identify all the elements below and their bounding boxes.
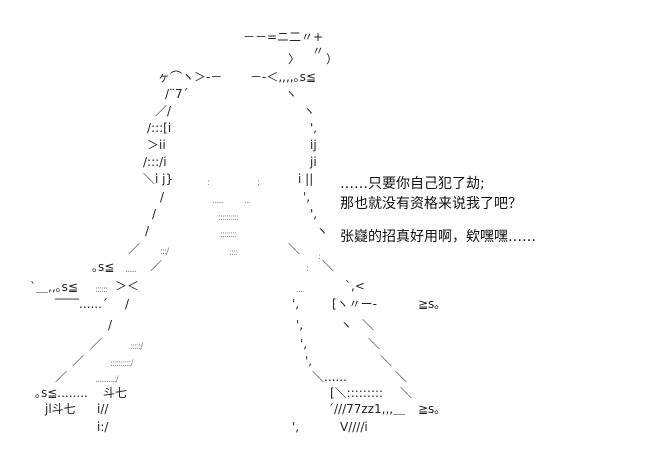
art-fragment: 〉	[288, 52, 301, 66]
art-fragment: ヽ	[316, 224, 329, 238]
dialogue-line-3: 张嶷的招真好用啊，欸嘿嘿……	[340, 229, 536, 245]
art-fragment: /¨7´	[165, 87, 189, 101]
art-fragment: ::::::	[95, 285, 108, 295]
art-fragment: ',	[310, 207, 318, 221]
art-fragment: /	[145, 224, 150, 238]
art-fragment: ／	[150, 259, 163, 273]
art-fragment: ＼	[368, 337, 381, 351]
art-fragment: :	[306, 264, 309, 274]
art-fragment: ',	[292, 420, 300, 434]
art-fragment: ´///77zz1,,,＿	[328, 402, 406, 416]
art-fragment: ）	[326, 52, 339, 66]
art-fragment: ...	[244, 196, 251, 206]
art-fragment: ::::::::::	[218, 213, 239, 223]
art-fragment: ＼......	[312, 370, 347, 384]
art-fragment: /	[160, 190, 165, 204]
art-fragment: ‾‾‾‾......´	[55, 297, 108, 311]
art-fragment: ｡s≦	[92, 260, 115, 274]
art-fragment: ',	[300, 337, 308, 351]
art-fragment: i ||	[298, 172, 314, 186]
art-fragment: jl斗七	[45, 402, 76, 416]
art-fragment: ／/	[155, 104, 172, 118]
art-fragment: 〃	[312, 44, 325, 58]
art-fragment: i:/	[97, 420, 109, 434]
art-fragment: ＼	[362, 318, 375, 332]
art-fragment: [ヽ〃ー-	[332, 297, 378, 311]
art-fragment: ＼	[322, 259, 335, 273]
art-fragment: 斗七	[103, 386, 128, 400]
art-fragment: V////i	[340, 420, 368, 434]
art-fragment: ij	[310, 138, 317, 152]
art-fragment: ',	[310, 121, 318, 135]
art-fragment: ',	[292, 297, 300, 311]
art-fragment: i//	[97, 402, 109, 416]
art-fragment: ＞＜	[115, 279, 140, 293]
art-fragment: ::::::::	[220, 230, 237, 240]
art-fragment: －-＜,,,,｡s≦	[250, 70, 316, 84]
art-fragment: ヽ	[303, 104, 316, 118]
art-fragment: ≧s｡	[418, 402, 441, 416]
art-fragment: ／	[128, 242, 141, 256]
art-fragment: ＼i j}	[143, 172, 174, 186]
art-fragment: ::::	[229, 248, 238, 258]
art-fragment: ＼	[380, 354, 393, 368]
art-fragment: ji	[310, 155, 317, 169]
art-fragment: ≧s｡	[418, 297, 441, 311]
art-fragment: /	[152, 207, 157, 221]
art-fragment: /	[108, 318, 113, 332]
art-fragment: ＞ii	[147, 138, 166, 152]
art-fragment: :	[318, 252, 321, 262]
dialogue-line-2: 那也就没有资格来说我了吧？	[340, 196, 522, 212]
art-fragment: /:::[i	[147, 121, 172, 135]
art-fragment: ／	[72, 354, 85, 368]
art-fragment: ＼	[395, 370, 408, 384]
art-fragment: ......	[125, 265, 137, 275]
art-fragment: /	[125, 297, 130, 311]
art-fragment: [＼:::::::::	[330, 386, 384, 400]
art-fragment: /:::/i	[143, 155, 167, 169]
art-fragment: :::/	[160, 247, 169, 257]
art-fragment: :	[257, 178, 260, 188]
art-fragment: :	[207, 178, 210, 188]
art-fragment: ',	[303, 190, 311, 204]
art-fragment: ヽ	[340, 318, 353, 332]
art-fragment: ::::::::::/	[110, 359, 133, 369]
art-fragment: ／	[55, 370, 68, 384]
art-fragment: －－=ニ二〃+	[243, 30, 324, 44]
art-fragment: :::::/	[130, 342, 143, 352]
art-fragment: ／	[90, 337, 103, 351]
dialogue-line-1: ……只要你自己犯了劫;	[340, 176, 485, 192]
art-fragment: ',	[296, 318, 304, 332]
art-fragment: `,<	[345, 279, 365, 293]
art-fragment: `＿,,｡s≦	[30, 280, 78, 294]
art-fragment: ヽ	[285, 87, 298, 101]
art-fragment: ......	[212, 196, 224, 206]
art-fragment: ＼	[288, 242, 301, 256]
art-fragment: ｡s≦........	[35, 386, 88, 400]
art-fragment: ヶ⌒ヽ＞-－	[158, 70, 223, 84]
art-fragment: ＼	[400, 386, 413, 400]
art-fragment: ....	[296, 285, 305, 295]
art-fragment: ..........:/	[95, 375, 119, 385]
art-fragment: ',	[305, 354, 313, 368]
